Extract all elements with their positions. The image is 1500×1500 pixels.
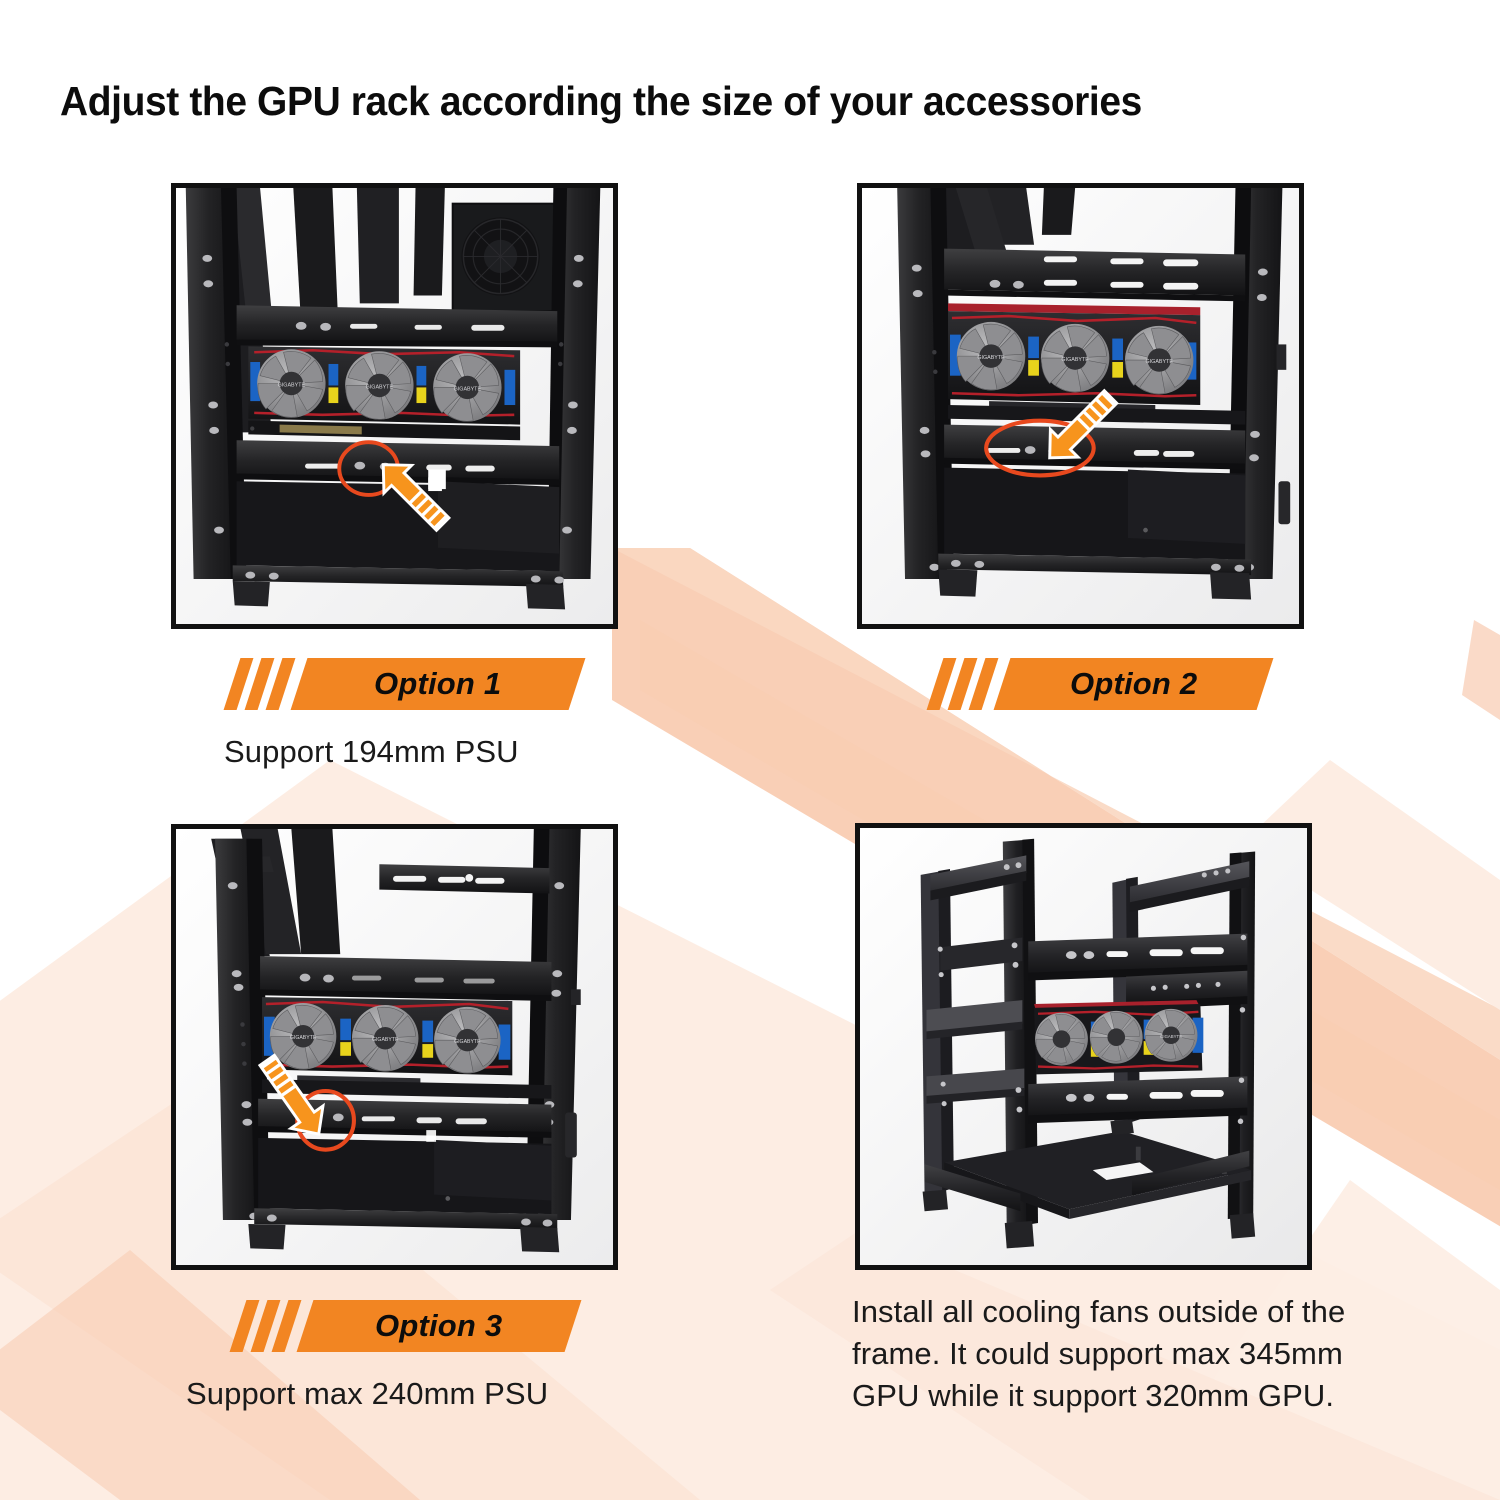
photo-panel-option-3: GIGABYTE GIGABYTE	[171, 824, 618, 1270]
gpu-card: GIGABYTE GIGABYTE	[948, 303, 1201, 406]
svg-text:GIGABYTE: GIGABYTE	[977, 355, 1005, 361]
page-title: Adjust the GPU rack according the size o…	[60, 78, 1142, 124]
rack-photo-option-3: GIGABYTE GIGABYTE	[176, 829, 613, 1265]
gpu-card: GIGABYTE GIGABYTE	[248, 346, 521, 425]
badge-body-option-1: Option 1	[290, 658, 586, 710]
badge-stripes-option-1	[222, 658, 300, 710]
photo-panel-option-1: GIGABYTE GIGABYTE	[171, 183, 618, 629]
badge-option-3: Option 3	[228, 1300, 582, 1352]
svg-text:GIGABYTE: GIGABYTE	[278, 382, 306, 388]
badge-label-option-1: Option 1	[374, 666, 502, 701]
svg-text:GIGABYTE: GIGABYTE	[1160, 1034, 1182, 1039]
svg-text:GIGABYTE: GIGABYTE	[290, 1035, 317, 1041]
gpu-card: GIGABYTE GIGABYTE	[262, 997, 513, 1076]
gpu-card: GIGABYTE	[1034, 1000, 1204, 1075]
photo-panel-full-frame: GIGABYTE	[855, 823, 1312, 1270]
rack-photo-full-frame: GIGABYTE	[860, 828, 1307, 1265]
svg-text:GIGABYTE: GIGABYTE	[454, 1039, 481, 1045]
badge-label-option-3: Option 3	[375, 1308, 503, 1343]
caption-option-1: Support 194mm PSU	[224, 734, 519, 769]
badge-body-option-3: Option 3	[296, 1300, 582, 1352]
caption-full-frame: Install all cooling fans outside of the …	[852, 1294, 1346, 1414]
svg-text:GIGABYTE: GIGABYTE	[372, 1037, 399, 1043]
svg-text:GIGABYTE: GIGABYTE	[1145, 359, 1173, 365]
instruction-arrow	[1048, 388, 1119, 460]
badge-body-option-2: Option 2	[993, 658, 1274, 710]
instruction-arrow	[381, 463, 452, 533]
badge-option-2: Option 2	[925, 658, 1274, 710]
rack-photo-option-2: GIGABYTE GIGABYTE	[862, 188, 1299, 624]
badge-label-option-2: Option 2	[1069, 666, 1198, 701]
svg-text:GIGABYTE: GIGABYTE	[1061, 357, 1089, 363]
badge-stripes-option-3	[228, 1300, 306, 1352]
highlight-circle	[984, 418, 1096, 478]
svg-text:GIGABYTE: GIGABYTE	[454, 386, 482, 392]
badge-option-1: Option 1	[222, 658, 586, 710]
photo-panel-option-2: GIGABYTE GIGABYTE	[857, 183, 1304, 629]
decorative-band-light-8	[1462, 620, 1500, 720]
caption-option-3: Support max 240mm PSU	[186, 1376, 549, 1411]
rack-photo-option-1: GIGABYTE GIGABYTE	[176, 188, 613, 624]
badge-stripes-option-2	[925, 658, 1003, 710]
svg-text:GIGABYTE: GIGABYTE	[366, 384, 394, 390]
